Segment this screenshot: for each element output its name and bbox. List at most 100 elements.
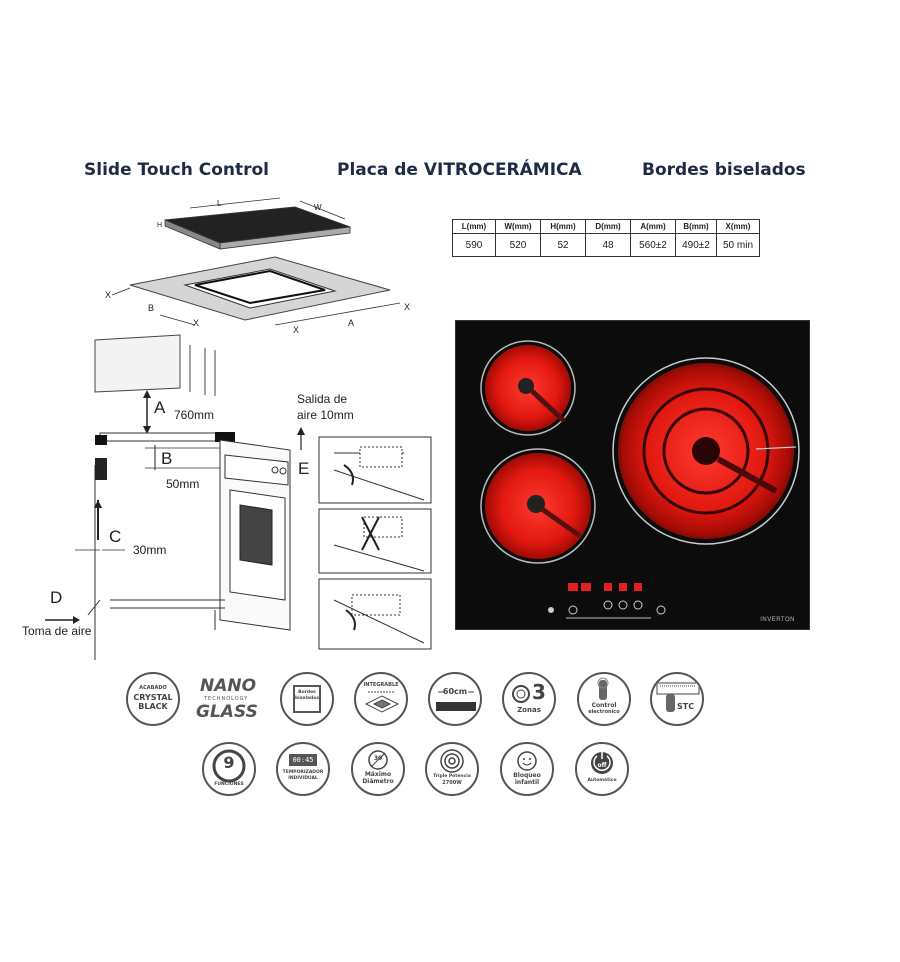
touch-finger bbox=[597, 677, 609, 700]
badge-text: Bloqueo bbox=[513, 772, 541, 779]
spec-col-d: D(mm) bbox=[585, 219, 631, 234]
badge-text: ACABADO bbox=[139, 685, 167, 691]
dim-label-h: H bbox=[157, 222, 163, 229]
badge-text: Automático bbox=[587, 778, 617, 783]
badge-text: 60cm bbox=[442, 687, 468, 696]
badge-text: Zonas bbox=[517, 706, 541, 714]
triple-rings bbox=[440, 749, 464, 773]
timer-icon: 00:45 TEMPORIZADOR INDIVIDUAL bbox=[276, 742, 330, 796]
badge-text: 30 bbox=[373, 755, 383, 762]
air-outlet-line2: aire 10mm bbox=[297, 408, 354, 422]
badge-text: Bordes bbox=[298, 690, 316, 695]
spec-val-d: 48 bbox=[585, 233, 631, 257]
dim-d-text: Toma de aire bbox=[22, 624, 92, 638]
spec-val-x: 50 min bbox=[716, 233, 760, 257]
dim-b-value: 50mm bbox=[166, 477, 200, 491]
dim-label-w: W bbox=[314, 203, 322, 212]
spec-val-b: 490±2 bbox=[675, 233, 717, 257]
ventilation-panels bbox=[297, 427, 432, 650]
spec-col-h: H(mm) bbox=[540, 219, 586, 234]
badge-text: CRYSTAL bbox=[133, 693, 173, 702]
badge-text: 3 bbox=[532, 680, 546, 704]
badge-text: INDIVIDUAL bbox=[288, 776, 318, 781]
spec-col-x: X(mm) bbox=[716, 219, 760, 234]
badge-text: Control bbox=[591, 702, 617, 709]
badge-text: Triple Potencia bbox=[433, 774, 471, 779]
width-arrows bbox=[436, 691, 476, 711]
triple-power-icon: Triple Potencia 2700W bbox=[425, 742, 479, 796]
dim-a-value: 760mm bbox=[174, 408, 215, 422]
badge-text: INTEGRABLE bbox=[363, 682, 399, 688]
nine-functions-icon: 9 FUNCIONES bbox=[202, 742, 256, 796]
crystal-black-icon: ACABADO CRYSTAL BLACK bbox=[126, 672, 180, 726]
hob-brand: INVERTON bbox=[760, 617, 795, 623]
badge-text: biselados bbox=[294, 696, 320, 701]
spec-val-h: 52 bbox=[540, 233, 586, 257]
badge-text: Máximo bbox=[364, 771, 392, 778]
spec-table-header-row: L(mm) W(mm) H(mm) D(mm) A(mm) B(mm) X(mm… bbox=[452, 219, 760, 234]
dim-label-x-left: X bbox=[105, 290, 112, 300]
header-bordes-biselados: Bordes biselados bbox=[642, 160, 806, 180]
badge-text: Diámetro bbox=[362, 778, 394, 785]
child-lock-icon: Bloqueo infantil bbox=[500, 742, 554, 796]
hob-burners bbox=[480, 340, 800, 619]
slider-bar bbox=[656, 682, 700, 712]
bevelled-edges-icon: Bordes biselados bbox=[280, 672, 334, 726]
badge-text: infantil bbox=[514, 779, 540, 786]
badge-text: TEMPORIZADOR bbox=[282, 770, 324, 775]
badge-text: GLASS bbox=[196, 702, 258, 722]
header-vitroceramica: Placa de VITROCERÁMICA bbox=[337, 160, 582, 180]
dim-label-b: B bbox=[148, 303, 155, 313]
dim-label-x-bottom: X bbox=[193, 318, 200, 328]
badge-text: 9 bbox=[223, 753, 235, 772]
badge-text: BLACK bbox=[138, 702, 168, 711]
diameter-circle bbox=[368, 750, 388, 770]
badge-text: 2700W bbox=[442, 780, 462, 786]
spec-val-w: 520 bbox=[495, 233, 541, 257]
badge-text: 00:45 bbox=[289, 754, 317, 766]
hob-photo: INVERTON bbox=[455, 320, 810, 630]
dim-c-letter: C bbox=[109, 527, 122, 546]
auto-off-icon: off Automático bbox=[575, 742, 629, 796]
slide-touch-icon: STC bbox=[650, 672, 704, 726]
nano-glass-icon: NANO TECHNOLOGY GLASS bbox=[196, 676, 266, 724]
power-symbol bbox=[591, 752, 613, 774]
spec-col-l: L(mm) bbox=[452, 219, 496, 234]
electronic-control-icon: Control electrónico bbox=[577, 672, 631, 726]
badge-text: STC bbox=[677, 702, 695, 711]
air-outlet-line1: Salida de bbox=[297, 392, 348, 406]
badge-text: electrónico bbox=[588, 709, 620, 715]
badge-text: TECHNOLOGY bbox=[204, 696, 249, 702]
square-frame bbox=[293, 685, 321, 713]
badge-text: NANO bbox=[200, 676, 257, 696]
installation-diagram bbox=[45, 334, 291, 660]
spec-val-a: 560±2 bbox=[630, 233, 676, 257]
dim-c-value: 30mm bbox=[133, 543, 167, 557]
header-slide-touch: Slide Touch Control bbox=[84, 160, 270, 180]
cutout-isometric-diagram bbox=[111, 197, 401, 326]
width-60cm-icon: 60cm bbox=[428, 672, 482, 726]
dim-d-letter: D bbox=[50, 588, 63, 607]
spec-table-row: 590 520 52 48 560±2 490±2 50 min bbox=[452, 233, 760, 257]
dim-label-x-front: X bbox=[293, 325, 300, 335]
dim-b-letter: B bbox=[161, 449, 173, 468]
dim-label-a: A bbox=[348, 318, 355, 328]
dim-label-l: L bbox=[217, 199, 222, 208]
integrable-icon: INTEGRABLE bbox=[354, 672, 408, 726]
dial-ring bbox=[212, 749, 246, 783]
spec-col-w: W(mm) bbox=[495, 219, 541, 234]
badge-text: FUNCIONES bbox=[214, 782, 244, 787]
countertop-symbol bbox=[364, 691, 400, 713]
baby-face bbox=[517, 751, 537, 771]
spec-table: L(mm) W(mm) H(mm) D(mm) A(mm) B(mm) X(mm… bbox=[452, 219, 760, 257]
badge-text: off bbox=[597, 762, 607, 769]
dim-label-x-right: X bbox=[404, 302, 411, 312]
spec-col-b: B(mm) bbox=[675, 219, 717, 234]
dim-a-letter: A bbox=[154, 398, 166, 417]
three-zones-icon: 3 Zonas bbox=[502, 672, 556, 726]
max-diameter-icon: 30 Máximo Diámetro bbox=[351, 742, 405, 796]
zone-circles bbox=[512, 685, 530, 703]
spec-val-l: 590 bbox=[452, 233, 496, 257]
spec-col-a: A(mm) bbox=[630, 219, 676, 234]
dim-e-letter: E bbox=[298, 459, 310, 478]
